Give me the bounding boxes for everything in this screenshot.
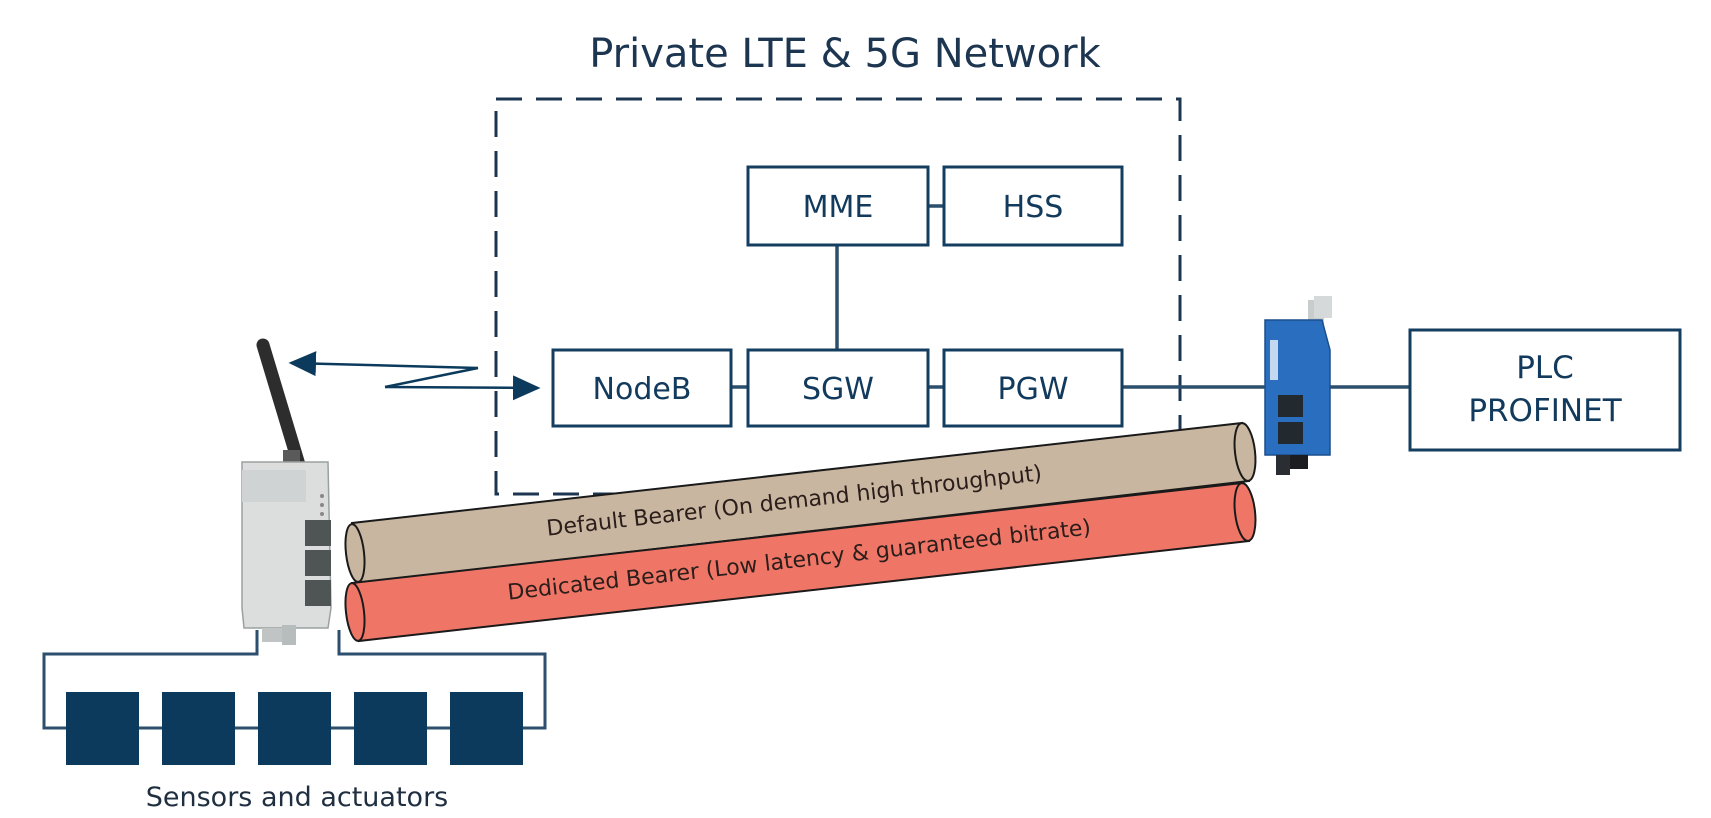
sensor-block [354,692,427,765]
wireless-zigzag [384,366,479,389]
sensor-actuator-blocks [66,692,523,765]
sensor-block [162,692,235,765]
plc-profinet-box: PLC PROFINET [1408,328,1682,452]
plc-label-line1: PLC [1516,350,1574,386]
sensor-block [66,692,139,765]
node-hss: HSS [942,165,1124,247]
profinet-gateway-device [1264,296,1332,475]
node-nodeb-label: NodeB [593,372,692,407]
antenna-icon [256,338,307,475]
wireless-arrow-to-nodeb [384,375,541,401]
node-pgw: PGW [942,348,1124,428]
node-mme: MME [746,165,930,247]
wireless-arrow-to-device [288,351,479,377]
sensors-caption: Sensors and actuators [146,782,448,813]
sensor-block [450,692,523,765]
node-nodeb: NodeB [551,348,733,428]
sensor-block [258,692,331,765]
node-pgw-label: PGW [997,372,1068,407]
plc-label-line2: PROFINET [1468,393,1622,429]
diagram-title: Private LTE & 5G Network [589,31,1101,77]
core-links [731,204,1410,389]
node-sgw: SGW [746,348,930,428]
lte-router-device [241,338,332,645]
node-mme-label: MME [803,190,874,225]
node-hss-label: HSS [1003,190,1064,225]
wireless-link [288,351,541,401]
node-sgw-label: SGW [802,372,874,407]
